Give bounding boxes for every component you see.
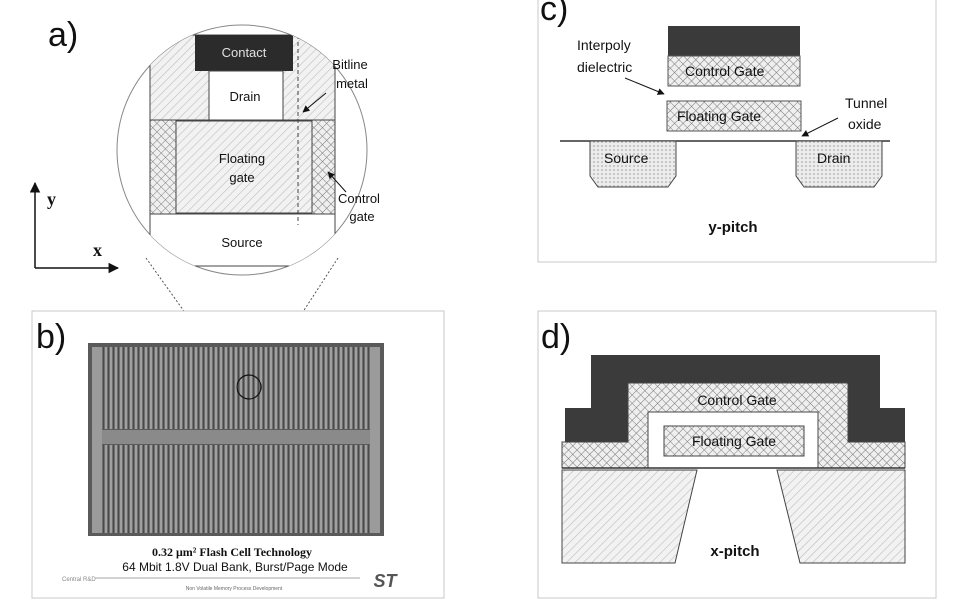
control-gate-label-line1: Control bbox=[338, 191, 380, 206]
die-footer-small: Non Volatile Memory Process Development bbox=[186, 586, 283, 592]
y-axis-label: y bbox=[47, 189, 56, 209]
bitline-label-line2: metal bbox=[336, 76, 368, 91]
d-floating-gate bbox=[663, 425, 805, 457]
panel-b: b) 0.32 μm² Flash Cell Technology 64 Mbi… bbox=[31, 310, 445, 599]
source-region bbox=[149, 213, 336, 267]
c-drain-region bbox=[795, 140, 883, 188]
die-right-edge bbox=[370, 347, 380, 533]
cell-layout bbox=[149, 34, 336, 267]
panel-d: d) Control Gate Floating Gate x-pitch bbox=[537, 310, 937, 599]
panel-c-letter: c) bbox=[540, 0, 568, 28]
panel-a: a) Contact Drain Bitline metal Floating … bbox=[29, 16, 380, 385]
contact-label: Contact bbox=[222, 45, 267, 60]
panel-a-letter: a) bbox=[48, 16, 78, 54]
c-floating-gate-label: Floating Gate bbox=[677, 108, 761, 124]
die-caption-line1: 0.32 μm² Flash Cell Technology bbox=[152, 545, 312, 559]
die-photo bbox=[88, 343, 384, 536]
c-source-label: Source bbox=[604, 150, 649, 166]
panel-b-letter: b) bbox=[36, 318, 66, 356]
c-tunnel-label-line2: oxide bbox=[848, 116, 882, 132]
die-array-upper bbox=[92, 347, 380, 429]
panel-d-letter: d) bbox=[541, 318, 571, 356]
c-metal-layer bbox=[668, 26, 800, 56]
c-control-gate-label: Control Gate bbox=[685, 63, 765, 79]
die-footer-left: Central R&D bbox=[62, 577, 96, 583]
c-drain-label: Drain bbox=[817, 150, 850, 166]
c-tunnel-label-line1: Tunnel bbox=[845, 95, 887, 111]
xy-axes: y x bbox=[29, 181, 120, 274]
d-isolation-right bbox=[776, 469, 906, 564]
die-left-edge bbox=[92, 347, 102, 533]
bitline-label-line1: Bitline bbox=[332, 57, 367, 72]
c-floating-gate bbox=[666, 100, 802, 132]
floating-gate-label-line1: Floating bbox=[219, 151, 265, 166]
c-control-gate bbox=[667, 55, 801, 87]
panel-c: c) Control Gate Floating Gate Interpoly … bbox=[537, 0, 937, 263]
st-logo: ST bbox=[373, 571, 398, 591]
c-interpoly-arrow bbox=[624, 77, 665, 95]
c-interpoly-label-line1: Interpoly bbox=[577, 37, 631, 53]
d-floating-gate-label: Floating Gate bbox=[692, 433, 776, 449]
die-periphery bbox=[92, 430, 380, 444]
c-pitch-label: y-pitch bbox=[708, 219, 757, 236]
control-gate-label-line2: gate bbox=[349, 209, 374, 224]
source-label: Source bbox=[221, 235, 262, 250]
c-interpoly-label-line2: dielectric bbox=[577, 59, 632, 75]
die-caption-line2: 64 Mbit 1.8V Dual Bank, Burst/Page Mode bbox=[122, 560, 348, 574]
drain-region bbox=[208, 70, 284, 122]
c-tunnel-arrow bbox=[801, 117, 839, 137]
d-control-gate-label: Control Gate bbox=[697, 392, 777, 408]
bitline-arrow bbox=[302, 92, 327, 113]
c-source-region bbox=[589, 140, 677, 188]
panel-c-frame bbox=[537, 0, 937, 263]
x-axis-label: x bbox=[93, 240, 102, 260]
d-isolation-left bbox=[561, 469, 698, 564]
floating-gate-region bbox=[175, 120, 313, 214]
d-pitch-label: x-pitch bbox=[710, 543, 759, 560]
drain-label: Drain bbox=[229, 89, 260, 104]
zoom-target-circle bbox=[236, 374, 262, 400]
control-gate-arrow bbox=[327, 171, 347, 193]
die-array-lower bbox=[92, 445, 380, 533]
floating-gate-label-line2: gate bbox=[229, 170, 254, 185]
contact-block bbox=[195, 35, 293, 71]
